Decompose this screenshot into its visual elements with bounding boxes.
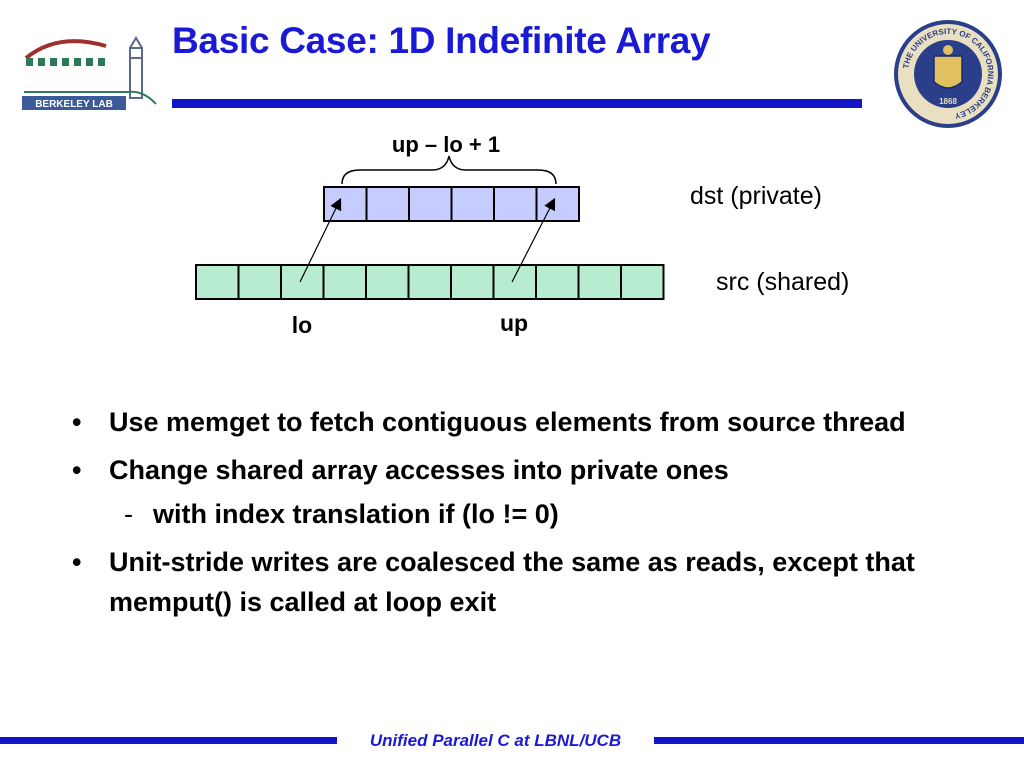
dst-cell — [365, 186, 410, 222]
dst-cell — [493, 186, 538, 222]
dst-cell — [450, 186, 495, 222]
src-cell — [535, 264, 580, 300]
src-cell — [195, 264, 240, 300]
lo-label: lo — [292, 312, 312, 338]
lab-wordmark: BERKELEY LAB — [35, 99, 113, 110]
src-cell — [577, 264, 622, 300]
berkeley-lab-logo: BERKELEY LAB — [22, 36, 157, 110]
bullet-item: Change shared array accesses into privat… — [72, 450, 952, 490]
dst-label: dst (private) — [690, 182, 822, 210]
array-diagram: up – lo + 1 dst (private) src (shared) l… — [195, 132, 849, 338]
src-array — [195, 264, 665, 300]
src-cell — [407, 264, 452, 300]
title-rule — [172, 99, 862, 108]
src-cell — [322, 264, 367, 300]
footer-rule-right — [654, 737, 1024, 744]
span-brace — [341, 155, 557, 185]
src-label: src (shared) — [716, 268, 849, 296]
src-cell — [450, 264, 495, 300]
bullet-item: Use memget to fetch contiguous elements … — [72, 402, 952, 442]
footer-rule-left — [0, 737, 337, 744]
src-cell — [620, 264, 665, 300]
lab-building-roof — [24, 39, 107, 60]
sub-bullet-item: with index translation if (lo != 0) — [72, 494, 952, 534]
src-cell — [492, 264, 537, 300]
seal-year: 1868 — [939, 97, 957, 106]
bullet-item: Unit-stride writes are coalesced the sam… — [72, 542, 952, 622]
dst-cell — [408, 186, 453, 222]
uc-seal: THE UNIVERSITY OF CALIFORNIA BERKELEY 18… — [894, 20, 1002, 128]
src-cell — [365, 264, 410, 300]
slide-title: Basic Case: 1D Indefinite Array — [172, 20, 711, 61]
src-cell — [237, 264, 282, 300]
src-cell — [280, 264, 325, 300]
dst-cell — [323, 186, 368, 222]
dst-cell — [535, 186, 580, 222]
lo-arrow — [299, 197, 342, 283]
up-label: up — [500, 310, 528, 336]
dst-array — [323, 186, 580, 222]
campanile-tower-icon — [129, 36, 143, 99]
span-label: up – lo + 1 — [392, 132, 500, 157]
up-arrow — [511, 197, 556, 283]
seal-shield-icon — [933, 55, 963, 89]
footer-text: Unified Parallel C at LBNL/UCB — [369, 731, 622, 750]
bullet-list: Use memget to fetch contiguous elements … — [72, 402, 952, 630]
